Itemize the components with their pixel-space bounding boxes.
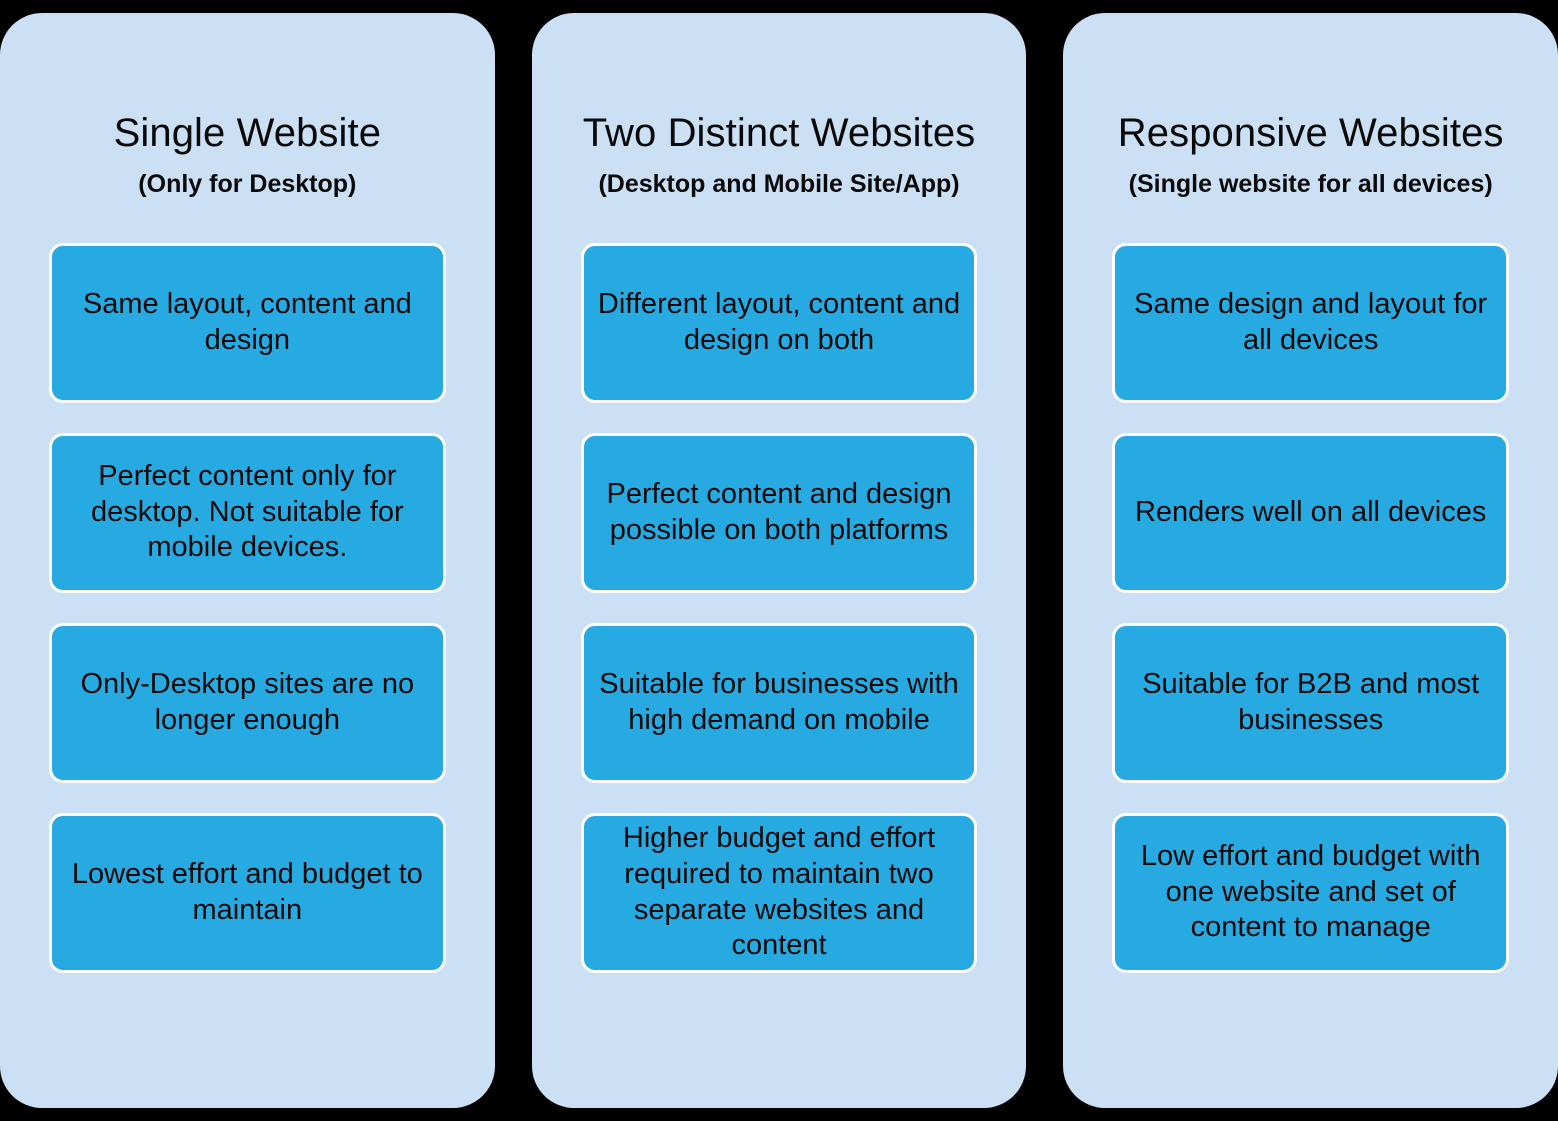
feature-card: Suitable for businesses with high demand… bbox=[580, 622, 978, 783]
feature-card: Renders well on all devices bbox=[1112, 432, 1510, 593]
column-subtitle: (Only for Desktop) bbox=[138, 170, 357, 198]
feature-card-text: Perfect content only for desktop. Not su… bbox=[90, 459, 404, 564]
feature-card: Lowest effort and budget to maintain bbox=[49, 812, 446, 973]
feature-card-text: Only-Desktop sites are no longer enough bbox=[80, 667, 415, 736]
feature-card-text: Same design and layout for all devices bbox=[1134, 287, 1488, 356]
column-header: Single Website (Only for Desktop) bbox=[0, 13, 495, 199]
column-header: Responsive Websites (Single website for … bbox=[1063, 13, 1558, 199]
feature-card: Same layout, content and design bbox=[49, 242, 446, 403]
card-list: Same layout, content and design Perfect … bbox=[0, 242, 495, 973]
column-header: Two Distinct Websites (Desktop and Mobil… bbox=[532, 13, 1027, 199]
feature-card-text: Same layout, content and design bbox=[82, 287, 412, 356]
feature-card: Low effort and budget with one website a… bbox=[1112, 812, 1510, 973]
feature-card: Same design and layout for all devices bbox=[1112, 242, 1510, 403]
feature-card: Perfect content only for desktop. Not su… bbox=[49, 432, 446, 593]
column-title: Responsive Websites bbox=[1117, 111, 1504, 155]
feature-card-text: Renders well on all devices bbox=[1134, 495, 1487, 528]
feature-card: Suitable for B2B and most businesses bbox=[1112, 622, 1510, 783]
column-title: Two Distinct Websites bbox=[582, 111, 976, 155]
card-list: Same design and layout for all devices R… bbox=[1063, 242, 1558, 973]
feature-card-text: Lowest effort and budget to maintain bbox=[71, 857, 423, 926]
column-subtitle: (Single website for all devices) bbox=[1128, 170, 1493, 198]
column-title: Single Website bbox=[113, 111, 382, 155]
feature-card-text: Higher budget and effort required to mai… bbox=[622, 821, 936, 962]
column-responsive-websites: Responsive Websites (Single website for … bbox=[1063, 13, 1558, 1108]
feature-card: Perfect content and design possible on b… bbox=[580, 432, 978, 593]
feature-card: Higher budget and effort required to mai… bbox=[580, 812, 978, 973]
feature-card: Different layout, content and design on … bbox=[580, 242, 978, 403]
feature-card-text: Low effort and budget with one website a… bbox=[1140, 839, 1481, 944]
feature-card-text: Suitable for businesses with high demand… bbox=[599, 667, 959, 736]
feature-card-text: Different layout, content and design on … bbox=[597, 287, 961, 356]
feature-card-text: Suitable for B2B and most businesses bbox=[1142, 667, 1480, 736]
card-list: Different layout, content and design on … bbox=[532, 242, 1027, 973]
column-two-distinct-websites: Two Distinct Websites (Desktop and Mobil… bbox=[531, 13, 1027, 1108]
column-subtitle: (Desktop and Mobile Site/App) bbox=[598, 170, 960, 198]
column-single-website: Single Website (Only for Desktop) Same l… bbox=[0, 13, 495, 1108]
feature-card-text: Perfect content and design possible on b… bbox=[606, 477, 952, 546]
feature-card: Only-Desktop sites are no longer enough bbox=[49, 622, 446, 783]
